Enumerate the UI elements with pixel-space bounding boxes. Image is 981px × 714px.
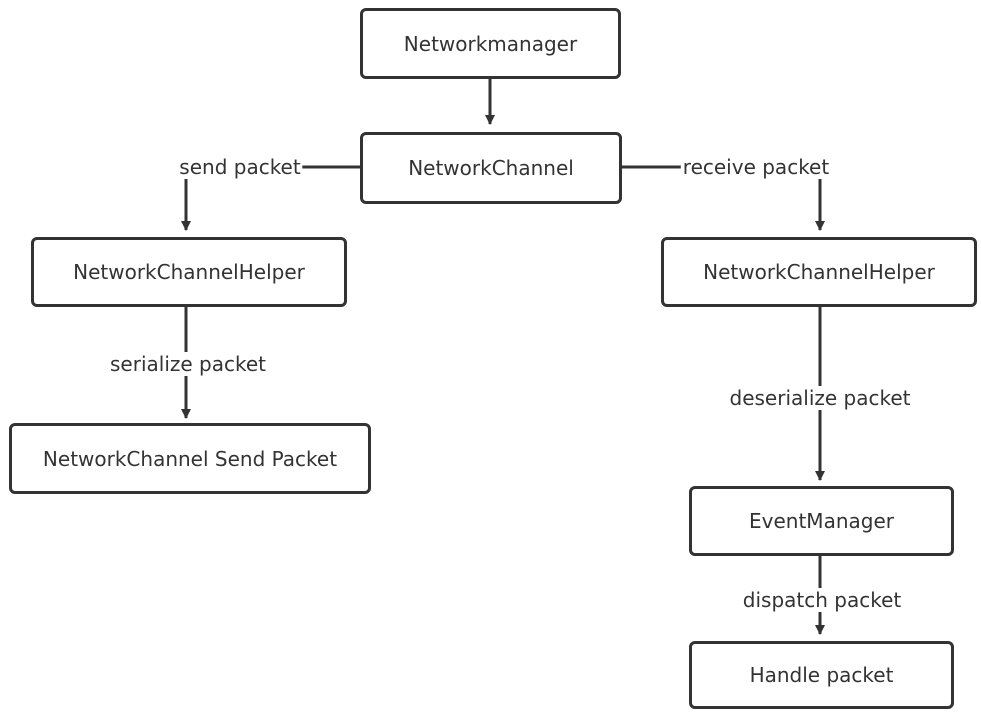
edge-label-serialize-packet: serialize packet (108, 352, 268, 376)
edge-label-send-packet: send packet (177, 155, 303, 179)
node-network-manager: Networkmanager (360, 8, 621, 79)
node-handle-packet: Handle packet (689, 641, 954, 709)
node-event-manager: EventManager (689, 486, 954, 556)
node-network-channel: NetworkChannel (360, 132, 622, 204)
node-send-packet: NetworkChannel Send Packet (9, 423, 371, 494)
node-channel-helper-left: NetworkChannelHelper (31, 237, 347, 307)
edge-label-receive-packet: receive packet (680, 155, 832, 179)
edge-label-deserialize-packet: deserialize packet (727, 386, 913, 410)
node-channel-helper-right: NetworkChannelHelper (661, 237, 977, 307)
edge-label-dispatch-packet: dispatch packet (740, 588, 904, 612)
